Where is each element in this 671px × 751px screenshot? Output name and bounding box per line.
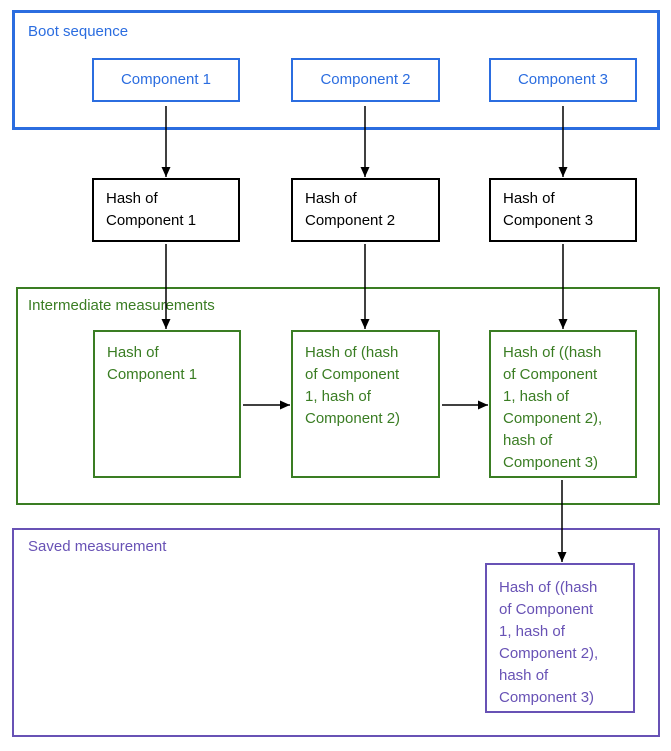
saved-measurement-container (12, 528, 660, 737)
component-3-box: Component 3 (489, 58, 637, 102)
hash-component-1-box: Hash of Component 1 (92, 178, 240, 242)
saved-hash-box: Hash of ((hash of Component 1, hash of C… (485, 563, 635, 713)
hash-component-2-box: Hash of Component 2 (291, 178, 440, 242)
intermediate-measurements-container (16, 287, 660, 505)
component-2-label: Component 2 (320, 71, 411, 88)
intermediate-hash-1-box: Hash of Component 1 (93, 330, 241, 478)
boot-sequence-container (12, 10, 660, 130)
component-2-box: Component 2 (291, 58, 440, 102)
intermediate-hash-2-box: Hash of (hash of Component 1, hash of Co… (291, 330, 440, 478)
intermediate-measurements-label: Intermediate measurements (28, 297, 215, 314)
saved-measurement-label: Saved measurement (28, 538, 167, 555)
component-3-label: Component 3 (517, 71, 609, 88)
boot-sequence-label: Boot sequence (28, 23, 129, 40)
component-1-label: Component 1 (120, 71, 212, 88)
intermediate-hash-3-box: Hash of ((hash of Component 1, hash of C… (489, 330, 637, 478)
component-1-box: Component 1 (92, 58, 240, 102)
hash-component-3-box: Hash of Component 3 (489, 178, 637, 242)
